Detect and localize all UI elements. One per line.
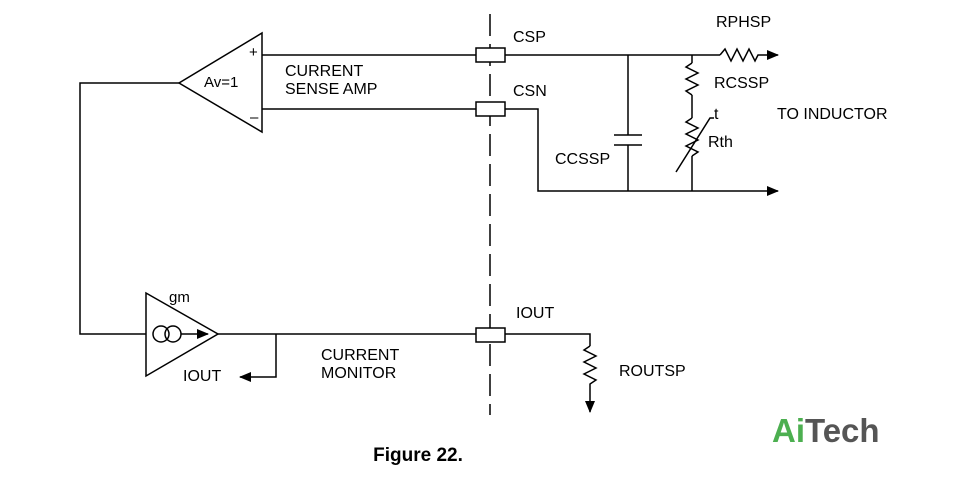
current-monitor-label: CURRENT MONITOR [321,347,400,382]
rcssp-label: RCSSP [714,75,770,92]
routsp-resistor [582,345,598,413]
iout-pin-box [475,327,506,343]
amp-plus-label: + [249,44,258,61]
rth-t-label: t [714,106,719,123]
rth-slash [675,117,714,173]
iout-wire-right [505,333,591,346]
logo-part-tech: Tech [805,412,880,449]
csn-label: CSN [513,83,547,100]
csp-label: CSP [513,29,546,46]
amp-gain-label: Av=1 [204,74,239,91]
iout-internal-arrow [239,334,277,382]
gm-source-circle-1 [152,325,170,343]
rphsp-resistor [719,47,779,63]
iout-pin-label: IOUT [516,305,555,322]
csn-wire-right [505,108,779,196]
to-inductor-label: TO INDUCTOR [777,106,888,123]
gm-amp-triangle [145,291,220,378]
gm-label: gm [169,289,190,306]
figure-caption: Figure 22. [373,445,463,466]
sense-amp-triangle [177,31,263,134]
gm-source-circle-2 [164,325,182,343]
rphsp-label: RPHSP [716,14,772,31]
logo-part-ai: Ai [772,412,805,449]
aitech-logo: AiTech [772,412,880,450]
current-sense-amp-label: CURRENT SENSE AMP [285,63,378,98]
rth-label: Rth [708,134,733,151]
rth-thermistor [684,117,700,157]
rcssp-resistor [684,62,700,96]
ccssp-label: CCSSP [555,151,611,168]
routsp-label: ROUTSP [619,363,686,380]
iout-arrow-label: IOUT [183,368,222,385]
amp-output-wire [79,82,179,335]
amp-minus-label: – [250,109,259,126]
csp-pin-box [475,47,506,63]
csn-pin-box [475,101,506,117]
